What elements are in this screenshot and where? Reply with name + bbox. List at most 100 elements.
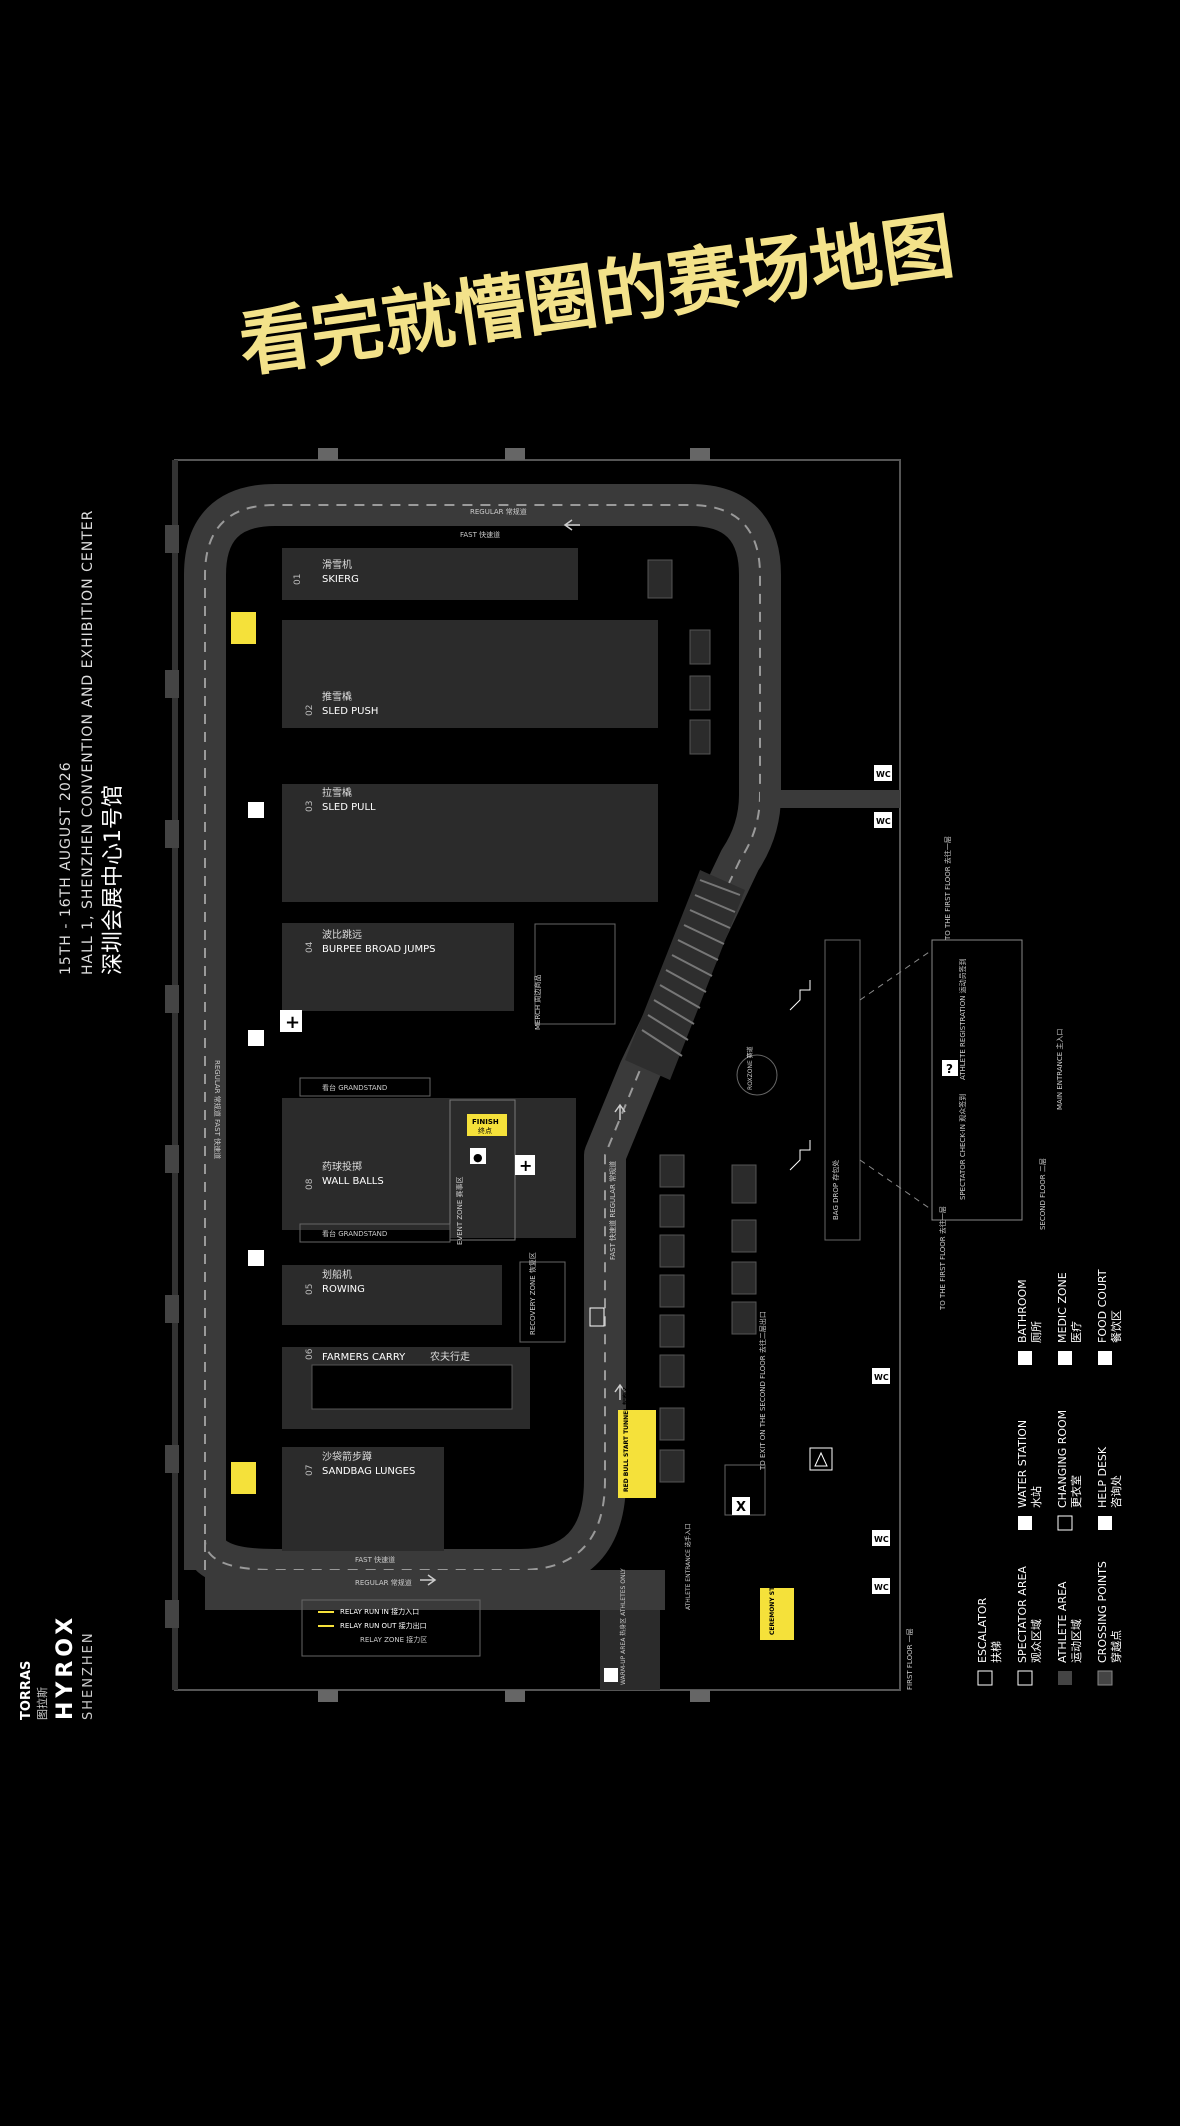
svg-text:X: X (736, 1500, 746, 1515)
svg-text:沙袋箭步蹲: 沙袋箭步蹲 (322, 1450, 372, 1463)
ceremony-stage (760, 1588, 794, 1640)
ceremony-label: CEREMONY STAGE 颁奖舞台 (768, 1548, 776, 1635)
svg-text:WC: WC (876, 817, 891, 826)
water-drop-icon (1018, 1516, 1032, 1530)
svg-text:ESCALATOR: ESCALATOR (976, 1597, 989, 1663)
relay-in: RELAY RUN IN 接力入口 (340, 1607, 419, 1616)
svg-text:WC: WC (874, 1373, 889, 1382)
relay-zone: RELAY RUN IN 接力入口 RELAY RUN OUT 接力出口 REL… (301, 1599, 481, 1657)
station-02: 02 推雪橇 SLED PUSH (282, 620, 658, 728)
svg-text:07: 07 (305, 1465, 315, 1476)
brand-torras: TORRAS (19, 1661, 34, 1720)
help-desk-marker: ? (946, 1062, 953, 1076)
merch-box (534, 923, 616, 1025)
svg-text:医疗: 医疗 (1069, 1321, 1083, 1343)
second-floor-label: SECOND FLOOR 二层 (1039, 1158, 1047, 1230)
recovery-box (519, 1261, 566, 1343)
first-floor-label: FIRST FLOOR 一层 (906, 1628, 914, 1690)
venue-dates: 15TH - 16TH AUGUST 2026 (58, 761, 74, 975)
svg-text:CROSSING POINTS: CROSSING POINTS (1096, 1561, 1109, 1663)
finish-water-icon: ● (473, 1151, 483, 1164)
escalator-icon (977, 1670, 993, 1686)
start-tunnel: RED BULL START TUNNEL 起跑区 (618, 1387, 656, 1498)
grandstand-bottom (299, 1223, 451, 1243)
station-07: 07 沙袋箭步蹲 SANDBAG LUNGES (282, 1447, 444, 1551)
svg-text:穿越点: 穿越点 (1109, 1630, 1123, 1663)
lane-fast-top: FAST 快速道 (460, 530, 500, 539)
changing-room-marker (809, 1447, 833, 1471)
svg-text:01: 01 (293, 574, 303, 585)
svg-text:运动区域: 运动区域 (1070, 1619, 1083, 1663)
food-court-icon (732, 1497, 750, 1515)
track-medic-icon: + (285, 1012, 300, 1033)
station-01: 01 滑雪机 SKIERG (282, 548, 578, 600)
svg-text:08: 08 (305, 1178, 315, 1190)
svg-text:ATHLETE AREA: ATHLETE AREA (1056, 1581, 1069, 1663)
lane-regular-top: REGULAR 常规道 (470, 507, 527, 516)
svg-text:SANDBAG LUNGES: SANDBAG LUNGES (322, 1466, 415, 1477)
svg-text:SLED PULL: SLED PULL (322, 802, 376, 813)
svg-text:BATHROOM: BATHROOM (1016, 1279, 1029, 1343)
svg-text:药球投掷: 药球投掷 (322, 1160, 362, 1173)
athlete-area-icon (1058, 1671, 1072, 1685)
wc-icon (1018, 1351, 1032, 1365)
svg-text:SKIERG: SKIERG (322, 574, 359, 585)
left-gates (165, 525, 179, 1628)
svg-text:WATER STATION: WATER STATION (1016, 1420, 1029, 1508)
svg-text:划船机: 划船机 (322, 1268, 352, 1281)
grandstand-top (299, 1077, 431, 1097)
station-04: 04 波比跳远 BURPEE BROAD JUMPS (282, 923, 514, 1011)
svg-text:HELP DESK: HELP DESK (1096, 1446, 1109, 1508)
stations: 01 滑雪机 SKIERG 02 推雪橇 SLED PUSH 03 拉雪橇 SL… (282, 548, 658, 1551)
lane-left: REGULAR 常规道 FAST 快速道 (213, 1060, 222, 1159)
to-first-floor-bottom: TO THE FIRST FLOOR 去往一层 (938, 1206, 947, 1311)
warmup-water-icon (604, 1668, 618, 1682)
venue-hall-en: HALL 1, SHENZHEN CONVENTION AND EXHIBITI… (80, 510, 96, 975)
event-zone-label: EVENT ZONE 赛事区 (455, 1176, 464, 1245)
top-gates (318, 448, 710, 1702)
merch-label: MERCH 周边商品 (533, 975, 542, 1030)
svg-text:CHANGING ROOM: CHANGING ROOM (1056, 1410, 1069, 1508)
registration-area: BAG DROP 存包处 ATHLETE REGISTRATION 运动员签到 … (789, 939, 1023, 1241)
grandstand-bottom-label: 看台 GRANDSTAND (322, 1229, 387, 1238)
svg-text:02: 02 (305, 705, 315, 716)
svg-text:拉雪橇: 拉雪橇 (322, 786, 352, 799)
headline: 看完就懵圈的赛场地图 (234, 204, 959, 387)
exit-second-label: TO EXIT ON THE SECOND FLOOR 去往二层出口 (758, 1311, 767, 1471)
recovery-label: RECOVERY ZONE 恢复区 (528, 1252, 537, 1335)
lane-middle: FAST 快速道 REGULAR 常规道 (608, 1161, 617, 1260)
medic-plus-icon (1058, 1351, 1072, 1365)
svg-text:波比跳远: 波比跳远 (322, 928, 362, 941)
grandstand-top-label: 看台 GRANDSTAND (322, 1083, 387, 1092)
svg-text:06: 06 (305, 1348, 315, 1360)
svg-text:农夫行走: 农夫行走 (430, 1350, 470, 1363)
svg-text:WC: WC (874, 1535, 889, 1544)
svg-text:更衣室: 更衣室 (1069, 1475, 1083, 1508)
station-03: 03 拉雪橇 SLED PULL (282, 784, 658, 902)
svg-text:推雪橇: 推雪橇 (322, 690, 352, 703)
svg-text:RED BULL START TUNNEL 起跑区: RED BULL START TUNNEL 起跑区 (622, 1387, 630, 1492)
brand-hyrox: HYROX (53, 1614, 78, 1720)
food-court-legend-icon (1098, 1351, 1112, 1365)
finish-area: FINISH 终点 ● + EVENT ZONE 赛事区 (449, 1098, 576, 1245)
to-first-floor-top: TO THE FIRST FLOOR 去往一层 (943, 836, 952, 941)
lane-regular-bottom: REGULAR 常规道 (355, 1578, 412, 1587)
svg-text:水站: 水站 (1029, 1486, 1043, 1508)
svg-text:MEDIC ZONE: MEDIC ZONE (1056, 1272, 1069, 1343)
changing-room-icon (1057, 1515, 1073, 1531)
svg-text:04: 04 (305, 941, 315, 953)
svg-text:咨询处: 咨询处 (1109, 1475, 1123, 1508)
lane-fast-bottom: FAST 快速道 (355, 1555, 395, 1564)
svg-text:WC: WC (876, 770, 891, 779)
svg-text:扶梯: 扶梯 (989, 1641, 1003, 1663)
svg-text:ROWING: ROWING (322, 1284, 365, 1295)
track-markers: + (231, 612, 605, 1494)
crossing-points-icon (1097, 1670, 1113, 1686)
relay-out: RELAY RUN OUT 接力出口 (340, 1621, 427, 1630)
room-blocks (647, 559, 757, 1483)
station-08: 08 药球投掷 WALL BALLS (282, 1098, 450, 1230)
running-track (184, 484, 900, 1610)
athlete-entrance-label: ATHLETE ENTRANCE 选手入口 (684, 1523, 692, 1610)
svg-text:FOOD COURT: FOOD COURT (1096, 1269, 1109, 1343)
svg-text:03: 03 (305, 801, 315, 812)
